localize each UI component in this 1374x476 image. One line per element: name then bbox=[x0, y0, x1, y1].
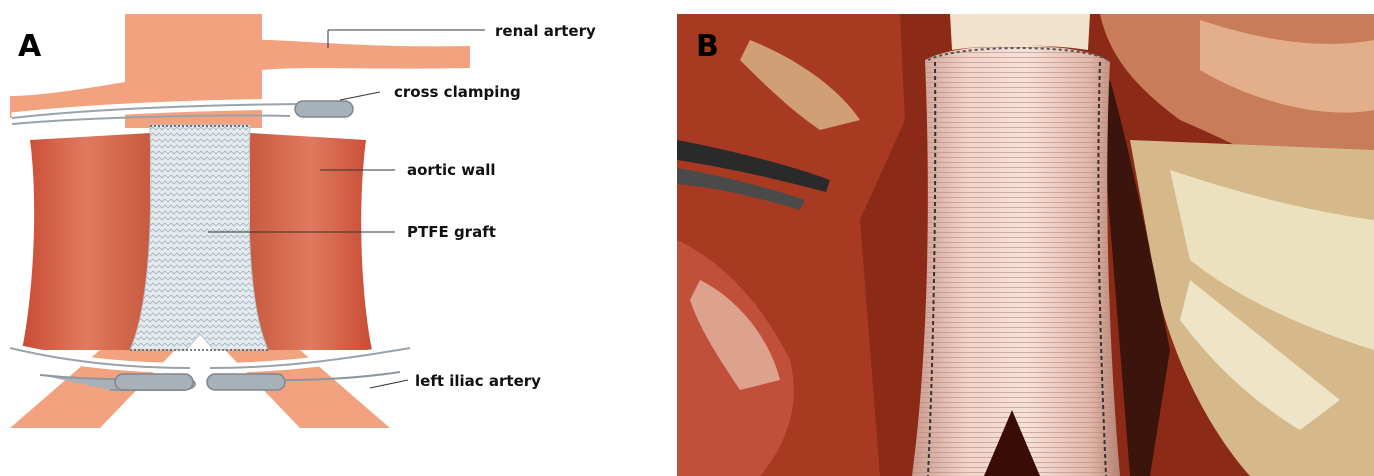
panel-a-diagram: A renal artery cross clamping aortic wal… bbox=[10, 14, 596, 428]
panel-b-photo: B bbox=[677, 14, 1374, 476]
panel-b-letter: B bbox=[696, 29, 719, 64]
leader-clamp bbox=[340, 92, 380, 100]
renal-artery-branch bbox=[262, 40, 470, 70]
leader-iliac bbox=[370, 380, 408, 388]
label-ptfe-graft: PTFE graft bbox=[407, 223, 496, 241]
label-aortic-wall: aortic wall bbox=[407, 161, 496, 179]
label-cross-clamping: cross clamping bbox=[394, 83, 521, 101]
label-left-iliac-artery: left iliac artery bbox=[415, 372, 541, 390]
panel-a-letter: A bbox=[18, 29, 42, 64]
aortic-wall-right bbox=[250, 133, 372, 350]
aortic-wall-left bbox=[22, 133, 150, 350]
label-renal-artery: renal artery bbox=[495, 22, 596, 40]
